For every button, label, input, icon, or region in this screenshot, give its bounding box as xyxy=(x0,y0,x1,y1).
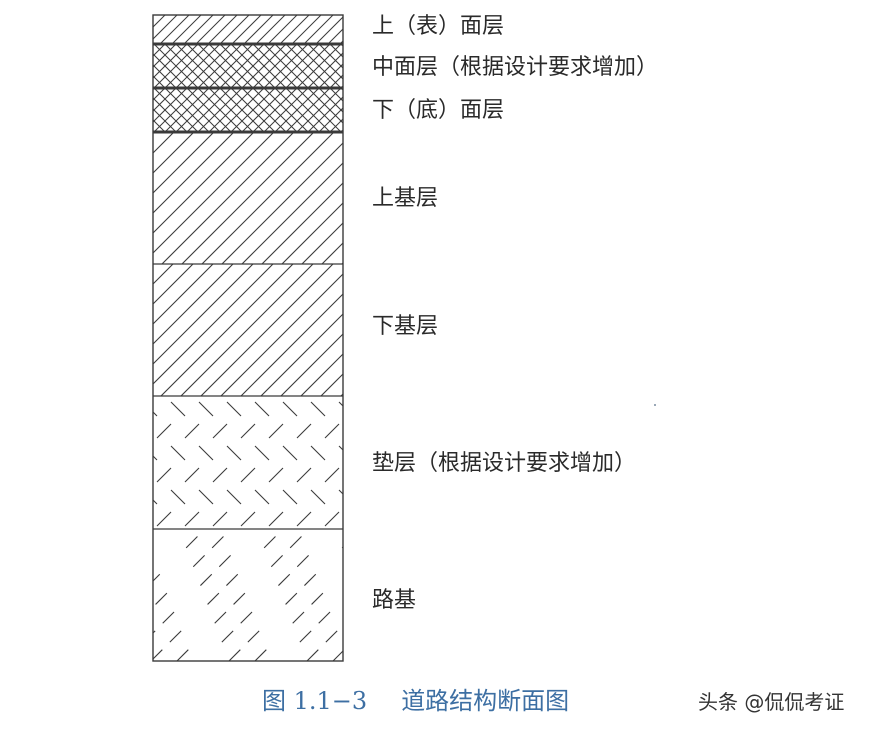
label-lower-base: 下基层 xyxy=(372,314,439,339)
label-cushion: 垫层（根据设计要求增加） xyxy=(372,451,637,476)
layer-surface-top xyxy=(153,15,343,43)
layer-surface-bottom xyxy=(153,89,343,131)
caption-number: 图 1.1−3 xyxy=(262,687,368,715)
label-surface-bottom: 下（底）面层 xyxy=(372,98,505,123)
layer-lower-base xyxy=(153,264,343,396)
label-surface-middle: 中面层（根据设计要求增加） xyxy=(372,55,659,80)
figure-caption: 图 1.1−3 道路结构断面图 xyxy=(262,686,569,716)
layer-borders xyxy=(152,14,344,662)
watermark: 头条 @侃侃考证 xyxy=(698,690,845,714)
layer-cushion xyxy=(153,401,343,527)
stray-dot xyxy=(654,404,656,406)
layer-upper-base xyxy=(153,133,343,264)
label-subgrade: 路基 xyxy=(372,588,417,613)
caption-title: 道路结构断面图 xyxy=(401,687,570,715)
layer-surface-middle xyxy=(153,45,343,87)
label-upper-base: 上基层 xyxy=(372,186,439,211)
label-surface-top: 上（表）面层 xyxy=(372,14,505,39)
